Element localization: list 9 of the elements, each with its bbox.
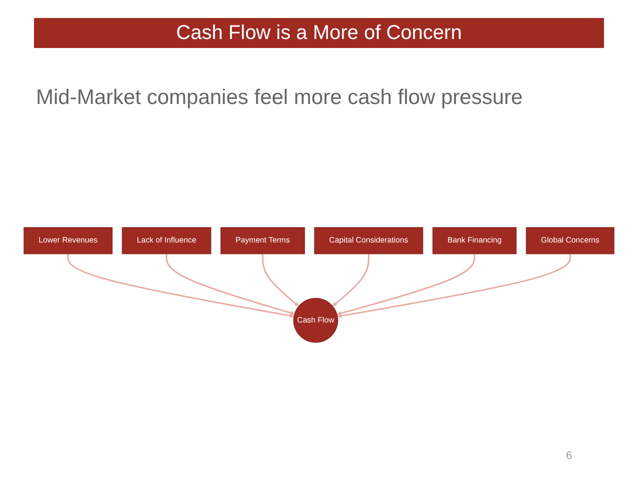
title-banner: Cash Flow is a More of Concern [34,18,604,48]
arrow [166,254,295,315]
arrow [337,254,571,318]
arrow [67,254,294,318]
page-number: 6 [566,450,572,462]
arrow [332,254,370,306]
subtitle: Mid-Market companies feel more cash flow pressure [36,86,523,110]
arrow [262,254,299,306]
arrow [336,254,476,316]
